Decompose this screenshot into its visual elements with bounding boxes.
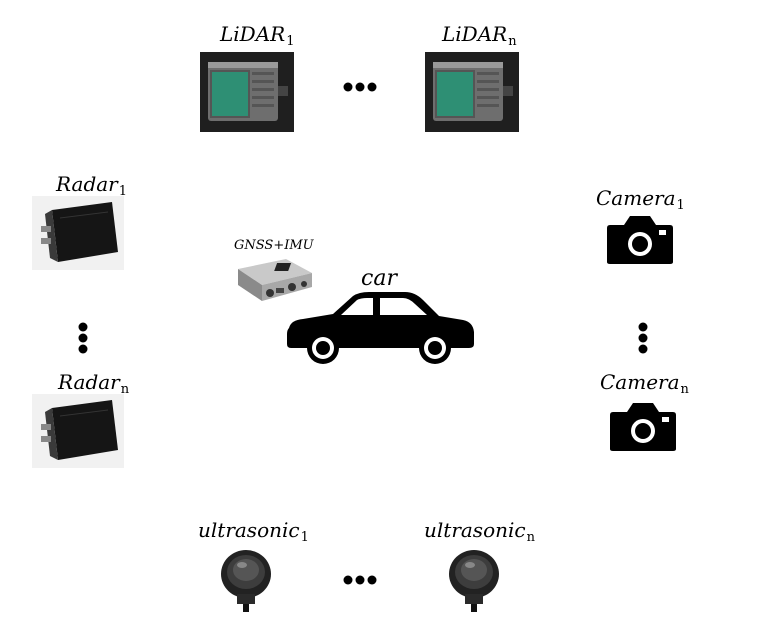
lidar-n-label: LiDARn	[442, 22, 517, 49]
radar-n-label: Radarn	[58, 370, 130, 397]
camera-1-icon	[606, 213, 674, 265]
lidar-ellipsis-icon	[343, 82, 377, 92]
ultrasonic-1-label: ultrasonic1	[198, 518, 309, 545]
ultrasonic-1-icon	[219, 548, 273, 612]
lidar-n-icon	[425, 52, 519, 132]
ultrasonic-n-icon	[447, 548, 501, 612]
ultrasonic-n-label: ultrasonicn	[424, 518, 535, 545]
radar-n-icon	[32, 394, 124, 468]
car-icon	[285, 290, 477, 366]
radar-1-icon	[32, 196, 124, 270]
radar-1-label: Radar1	[56, 172, 128, 199]
camera-n-icon	[609, 400, 677, 452]
camera-ellipsis-icon	[638, 322, 648, 354]
lidar-1-icon	[200, 52, 294, 132]
gnss-imu-label: GNSS+IMU	[234, 238, 314, 253]
camera-1-label: Camera1	[596, 186, 685, 213]
gnss-imu-icon	[232, 255, 314, 303]
lidar-1-label: LiDAR1	[220, 22, 295, 49]
camera-n-label: Cameran	[600, 370, 689, 397]
ultrasonic-ellipsis-icon	[343, 575, 377, 585]
car-label: car	[361, 266, 397, 291]
radar-ellipsis-icon	[78, 322, 88, 354]
